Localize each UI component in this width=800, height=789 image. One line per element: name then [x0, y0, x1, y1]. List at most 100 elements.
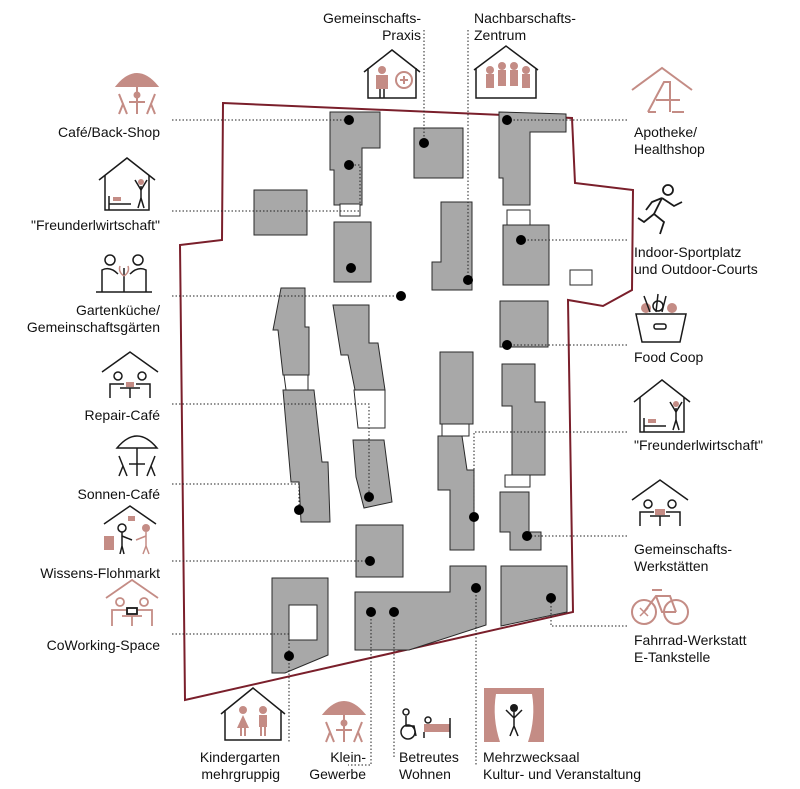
- label-line: Mehrzwecksaal: [483, 749, 580, 765]
- children-house-icon: [220, 687, 286, 741]
- location-dot: [419, 138, 429, 148]
- runner-icon: [637, 184, 683, 235]
- label-line: und Outdoor-Courts: [634, 261, 758, 277]
- parasol-cafe-icon: [114, 73, 160, 115]
- leader-line: [172, 403, 370, 497]
- medical-house-icon: [363, 49, 421, 99]
- label-line: Apotheke/: [634, 124, 698, 140]
- building: [569, 269, 593, 286]
- label-coworking: CoWorking-Space: [4, 637, 160, 654]
- label-line: Betreutes: [399, 749, 459, 765]
- label-sonnen-cafe: Sonnen-Café: [10, 486, 160, 503]
- leader-line: [473, 431, 627, 517]
- label-line: mehrgruppig: [201, 766, 280, 782]
- building: [283, 374, 309, 391]
- guest-room-house-icon: [98, 157, 156, 211]
- location-dot: [463, 275, 473, 285]
- location-dot: [344, 160, 354, 170]
- location-dot: [344, 115, 354, 125]
- label-line: Repair-Café: [84, 407, 160, 423]
- leader-line: [348, 612, 372, 766]
- label-fahrrad: Fahrrad-Werkstatt E-Tankstelle: [634, 632, 794, 666]
- location-dots: [284, 115, 556, 661]
- label-line: Healthshop: [634, 141, 705, 157]
- location-dot: [396, 291, 406, 301]
- guest-room-house-icon: [633, 379, 691, 433]
- community-house-icon: [473, 45, 539, 99]
- label-line: Klein-: [330, 749, 366, 765]
- site-boundary: [178, 101, 635, 702]
- location-dot: [522, 531, 532, 541]
- leader-line: [172, 164, 361, 212]
- label-gemeinschaftspraxis: Gemeinschafts- Praxis: [276, 10, 421, 44]
- label-line: Zentrum: [474, 27, 527, 43]
- location-dot: [365, 556, 375, 566]
- building: [354, 565, 487, 651]
- label-cafe-backshop: Café/Back-Shop: [10, 124, 160, 141]
- label-line: Gemeinschafts-: [634, 541, 733, 557]
- building: [439, 351, 474, 425]
- label-line: Gewerbe: [309, 766, 366, 782]
- location-dot: [389, 607, 399, 617]
- label-line: Gemeinschaftsgärten: [26, 319, 160, 335]
- label-line: Gemeinschafts-: [322, 10, 421, 26]
- label-line: Nachbarschafts-: [474, 10, 576, 26]
- building: [253, 189, 308, 236]
- building: [441, 423, 470, 437]
- label-freunderlwirtschaft-right: "Freunderlwirtschaft": [634, 437, 798, 454]
- label-line: Kindergarten: [199, 749, 280, 765]
- building: [504, 474, 531, 488]
- building: [332, 304, 386, 391]
- location-dot: [294, 505, 304, 515]
- location-dot: [502, 340, 512, 350]
- label-werkstaetten: Gemeinschafts- Werkstätten: [634, 541, 794, 575]
- label-line: Gartenküche/: [75, 302, 160, 318]
- building: [288, 604, 318, 641]
- location-dot: [366, 607, 376, 617]
- location-dot: [471, 583, 481, 593]
- flea-market-icon: [103, 505, 157, 555]
- bicycle-repair-icon: [631, 589, 689, 625]
- label-line: Sonnen-Café: [77, 486, 160, 502]
- label-wissens-flohmarkt: Wissens-Flohmarkt: [4, 565, 160, 582]
- building: [506, 209, 531, 226]
- parasol-cafe-icon: [321, 701, 367, 743]
- building: [329, 111, 381, 206]
- buildings: [253, 111, 593, 674]
- label-line: Werkstätten: [634, 558, 709, 574]
- label-line: Wohnen: [399, 766, 451, 782]
- building: [353, 389, 386, 429]
- building: [431, 201, 473, 291]
- label-kindergarten: Kindergarten mehrgruppig: [150, 749, 280, 783]
- label-line: Kultur- und Veranstaltung: [483, 766, 641, 782]
- label-line: Café/Back-Shop: [58, 124, 160, 140]
- building: [282, 389, 331, 523]
- location-dot: [516, 235, 526, 245]
- location-dot: [502, 115, 512, 125]
- label-line: Wissens-Flohmarkt: [40, 565, 160, 581]
- leader-line: [172, 483, 300, 510]
- location-dot: [284, 651, 294, 661]
- label-line: CoWorking-Space: [46, 637, 160, 653]
- food-crate-icon: [635, 293, 687, 343]
- building: [501, 363, 546, 476]
- label-nachbarschaftszentrum: Nachbarschafts- Zentrum: [474, 10, 614, 44]
- label-line: Indoor-Sportplatz: [634, 244, 742, 260]
- pharmacy-house-icon: [631, 66, 693, 113]
- coworking-house-icon: [105, 578, 159, 626]
- label-line: "Freunderlwirtschaft": [31, 217, 160, 233]
- label-line: Praxis: [382, 27, 421, 43]
- repair-table-icon: [101, 351, 159, 398]
- label-food-coop: Food Coop: [634, 349, 794, 366]
- location-dot: [364, 492, 374, 502]
- label-line: E-Tankstelle: [634, 649, 711, 665]
- leader-line: [172, 633, 290, 656]
- building: [333, 221, 372, 283]
- label-freunderlwirtschaft-left: "Freunderlwirtschaft": [4, 217, 160, 234]
- label-line: Fahrrad-Werkstatt: [634, 632, 747, 648]
- label-gartenkueche: Gartenküche/ Gemeinschaftsgärten: [4, 302, 160, 336]
- building: [502, 224, 550, 286]
- label-sportplatz: Indoor-Sportplatz und Outdoor-Courts: [634, 244, 798, 278]
